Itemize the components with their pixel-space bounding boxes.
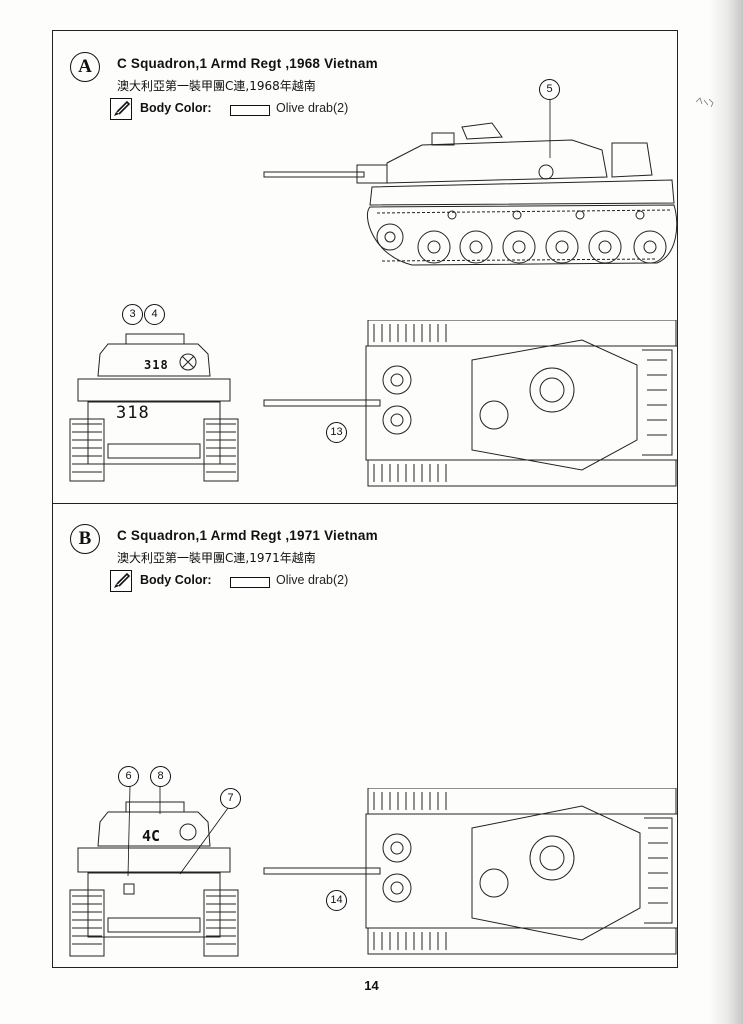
pencil-mark [695, 97, 714, 108]
scheme-title: C Squadron,1 Armd Regt ,1968 Vietnam [117, 56, 378, 71]
color-swatch [230, 577, 270, 588]
scan-edge-shadow [709, 0, 743, 1024]
section-badge: A [70, 52, 100, 82]
paintbrush-icon [110, 98, 132, 120]
paintbrush-icon [110, 570, 132, 592]
body-color-label: Body Color: [140, 101, 212, 115]
tank-rear-view-drawing [69, 801, 239, 957]
tank-top-view-drawing [263, 788, 678, 955]
scheme-subtitle: 澳大利亞第一裝甲團C連,1971年越南 [117, 551, 316, 565]
page-number: 14 [364, 978, 379, 993]
decal-callout-13: 13 [326, 422, 347, 443]
turret-marking: 4C [142, 827, 161, 845]
scheme-subtitle: 澳大利亞第一裝甲團C連,1968年越南 [117, 79, 316, 93]
body-color-value: Olive drab(2) [276, 101, 349, 115]
decal-callout-14: 14 [326, 890, 347, 911]
body-color-label: Body Color: [140, 573, 212, 587]
decal-callout-7: 7 [220, 788, 241, 809]
callout-leader [549, 98, 551, 158]
section-badge: B [70, 524, 100, 554]
color-swatch [230, 105, 270, 116]
hull-number-marking-upper: 318 [144, 358, 169, 372]
tank-top-view-drawing [263, 320, 678, 487]
decal-callout-4: 4 [144, 304, 165, 325]
scheme-title: C Squadron,1 Armd Regt ,1971 Vietnam [117, 528, 378, 543]
decal-callout-3: 3 [122, 304, 143, 325]
hull-number-marking-lower: 318 [116, 403, 150, 423]
callout-leaders [127, 785, 229, 877]
body-color-value: Olive drab(2) [276, 573, 349, 587]
tank-rear-view-drawing [69, 333, 239, 482]
tank-side-view-drawing [263, 122, 678, 266]
page-frame [52, 30, 678, 968]
decal-callout-6: 6 [118, 766, 139, 787]
decal-callout-5: 5 [539, 79, 560, 100]
decal-callout-8: 8 [150, 766, 171, 787]
section-divider [52, 503, 678, 504]
